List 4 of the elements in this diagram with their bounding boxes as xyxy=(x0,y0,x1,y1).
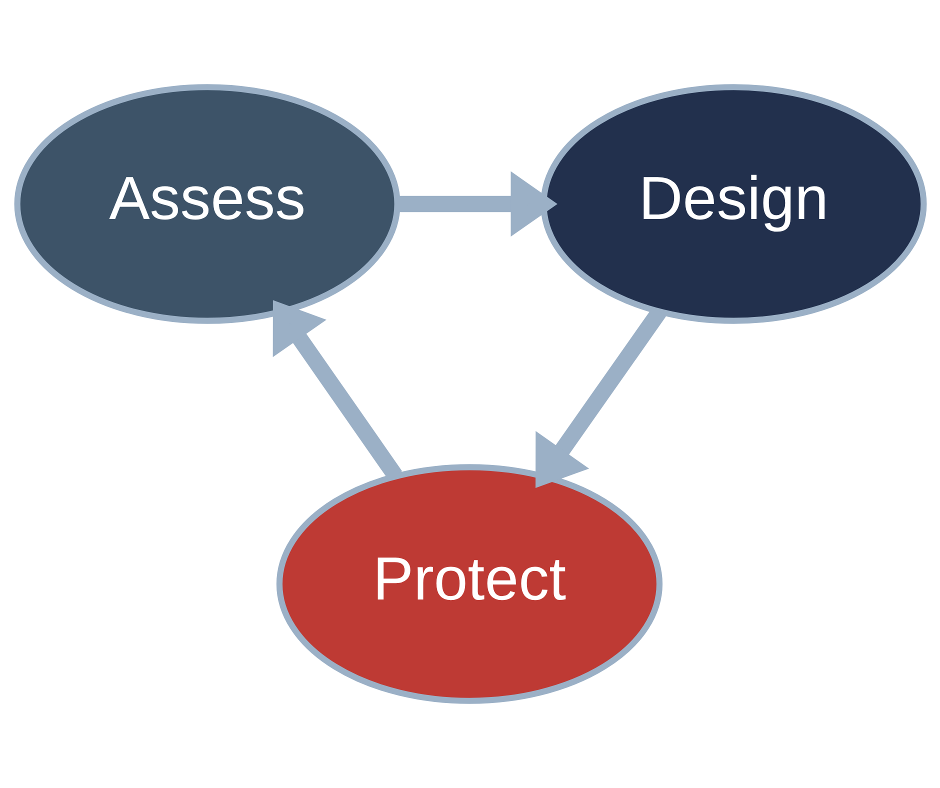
arrow xyxy=(397,171,557,237)
node-ellipse: Assess xyxy=(14,84,400,324)
node-ellipse: Design xyxy=(540,84,926,324)
node-ellipse: Protect xyxy=(276,464,662,704)
